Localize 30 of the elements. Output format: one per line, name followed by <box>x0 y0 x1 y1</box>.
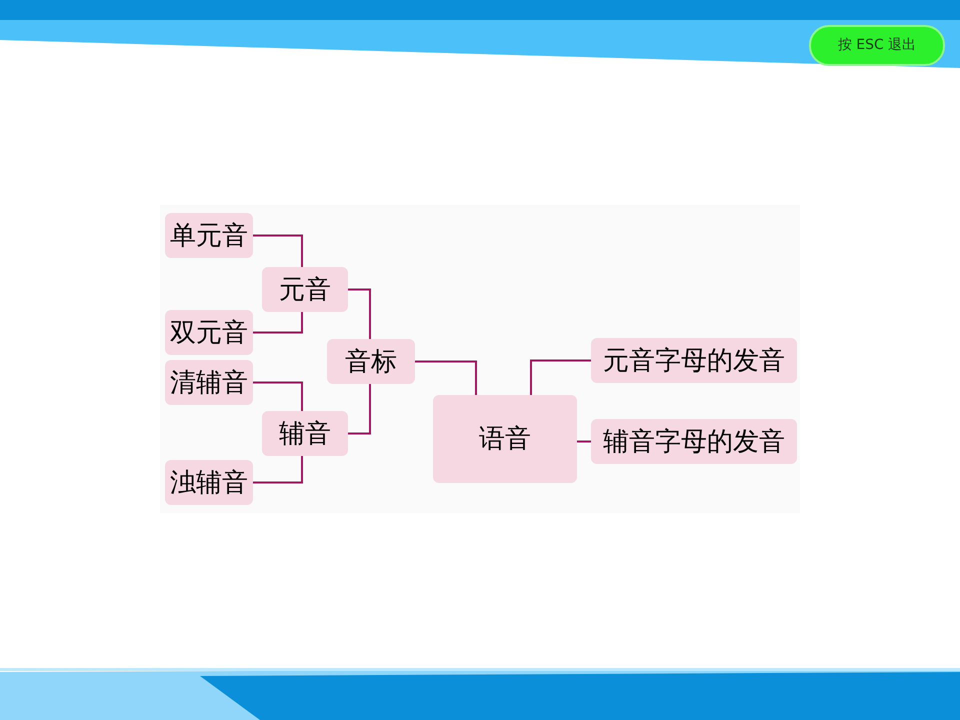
box-label: 浊辅音 <box>170 470 248 496</box>
concept-box <box>591 419 797 464</box>
box-label: 辅音 <box>279 420 331 446</box>
box-label: 双元音 <box>170 320 248 346</box>
connector-line <box>577 440 591 442</box>
concept-box <box>262 411 348 456</box>
connector-line <box>348 384 371 434</box>
connector-line <box>253 456 303 484</box>
concept-box <box>165 310 253 355</box>
concept-box <box>327 339 415 384</box>
box-label: 单元音 <box>170 222 248 248</box>
concept-box <box>165 460 253 505</box>
box-label: 元音字母的发音 <box>603 348 785 374</box>
box-label: 元音 <box>279 276 331 302</box>
concept-box <box>433 395 577 483</box>
connector-line <box>253 234 303 267</box>
box-label: 音标 <box>345 348 397 374</box>
box-label: 语音 <box>479 426 531 452</box>
connector-line <box>348 288 371 339</box>
concept-box <box>591 338 797 383</box>
connector-line <box>253 312 303 334</box>
connector-line <box>415 360 477 395</box>
concept-box <box>165 213 253 258</box>
box-label: 辅音字母的发音 <box>603 428 785 454</box>
connector-line <box>530 360 591 395</box>
exit-button: 按 ESC 退出 <box>809 25 945 66</box>
connector-line <box>253 382 303 411</box>
box-label: 清辅音 <box>170 370 248 396</box>
concept-box <box>262 267 348 312</box>
concept-box <box>165 360 253 405</box>
